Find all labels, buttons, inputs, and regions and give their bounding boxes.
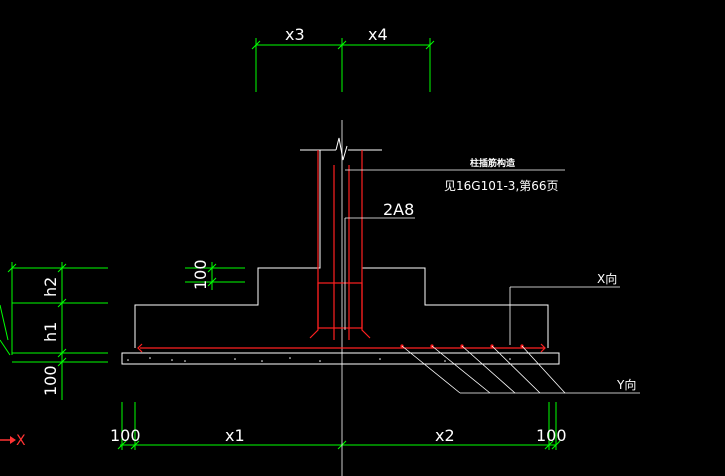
dim-label-x4: x4 <box>368 25 388 44</box>
rebar <box>137 150 546 353</box>
anchor-reference: 见16G101-3,第66页 <box>444 179 559 193</box>
x-direction-label: X向 <box>597 271 617 286</box>
dim-label-vertical-100: 100 <box>41 365 60 396</box>
axis-x-label: X <box>16 433 26 449</box>
dim-label-x3: x3 <box>285 25 305 44</box>
cushion-hatch <box>127 357 511 362</box>
foundation-outline <box>121 137 560 365</box>
dim-label-step-100: 100 <box>191 259 210 290</box>
leader-lines <box>344 169 640 394</box>
dim-label-h1: h1 <box>41 322 60 342</box>
dim-label-x2: x2 <box>435 426 455 445</box>
ucs-axis-icon <box>0 304 16 444</box>
dimension-lines <box>11 38 557 450</box>
y-direction-label: Y向 <box>616 377 636 392</box>
dim-label-h2: h2 <box>41 277 60 297</box>
dim-label-left-100: 100 <box>110 426 141 445</box>
stirrup-label: 2A8 <box>383 200 414 219</box>
dim-label-right-100: 100 <box>536 426 567 445</box>
dim-label-x1: x1 <box>225 426 245 445</box>
anchor-title: 柱插筋构造 <box>470 157 516 169</box>
dimension-ticks <box>7 40 561 450</box>
